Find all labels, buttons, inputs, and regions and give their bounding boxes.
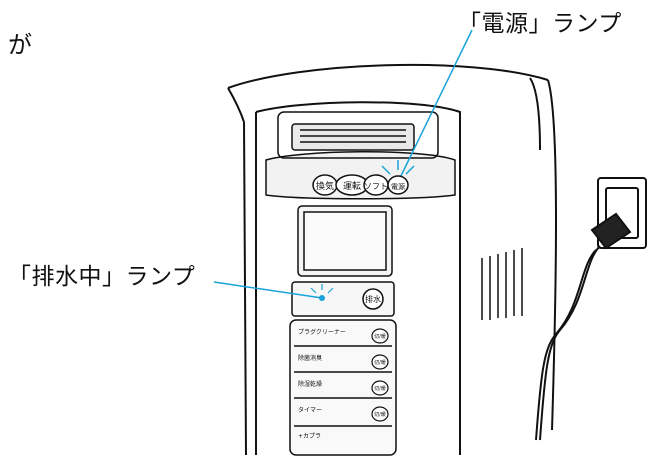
soft-button[interactable]: ソフト	[363, 174, 389, 196]
control-row-label: プラグクリーナー	[298, 328, 346, 336]
power-button[interactable]: 電源	[387, 175, 409, 195]
control-row-label: +カプラ	[298, 433, 321, 440]
drain-lamp-label: 「排水中」ランプ	[8, 264, 196, 290]
drain-panel	[291, 281, 395, 317]
control-row-label: 除菌消臭	[298, 354, 322, 362]
drain-button-label: 排水	[365, 294, 381, 304]
control-row-label: 除湿乾燥	[298, 380, 322, 388]
control-row-label: タイマー	[298, 406, 322, 414]
appliance-body	[227, 63, 557, 456]
control-row-button[interactable]	[371, 328, 389, 344]
power-lamp-label: 「電源」ランプ	[458, 11, 622, 37]
power-leader-line	[397, 29, 473, 183]
panel-button-group: 換気 運転 ソフト 電源	[312, 174, 409, 196]
control-row-button[interactable]	[371, 380, 389, 396]
drain-leader-line	[213, 281, 323, 299]
control-row-button-label: 切/暖	[374, 333, 386, 340]
vent-button-label: 換気	[316, 180, 334, 192]
top-fragment-text: が	[8, 31, 33, 59]
control-row-button-label: 切/暖	[374, 411, 386, 418]
leader-lines	[213, 29, 473, 299]
side-grille	[481, 248, 523, 320]
drain-button[interactable]: 排水	[365, 294, 381, 304]
power-button-label: 電源	[391, 182, 405, 191]
control-row-button[interactable]	[371, 354, 389, 370]
control-row-button-label: 切/暖	[374, 359, 386, 366]
run-button-label: 運転	[343, 181, 361, 192]
soft-button-label: ソフト	[364, 182, 388, 191]
control-row-button-label: 切/暖	[374, 385, 386, 392]
display-window	[297, 205, 393, 277]
vent-button[interactable]: 換気	[312, 174, 338, 196]
power-plug	[535, 212, 632, 441]
control-row-button[interactable]	[371, 406, 389, 422]
drain-lamp-burst	[310, 284, 334, 294]
lower-control-panel	[289, 319, 397, 456]
